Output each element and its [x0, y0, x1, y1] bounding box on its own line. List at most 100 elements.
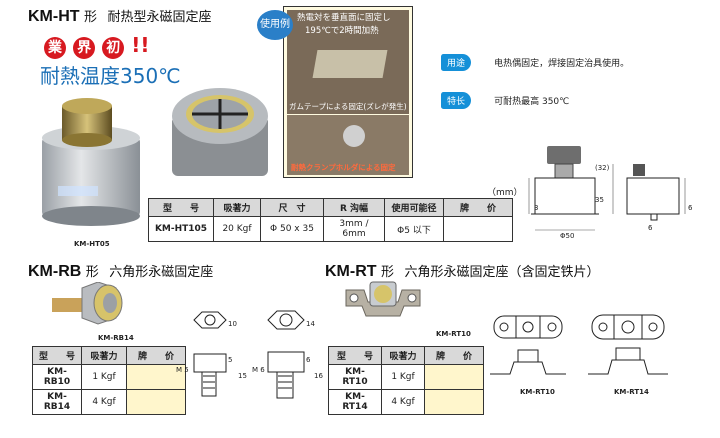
tape-fixture-shape — [312, 50, 388, 78]
kmrt10-product-image — [345, 281, 421, 317]
kmrt-spec-table: 型 号 吸著力 牌 价 KM-RT10 1 Kgf KM-RT14 4 Kgf — [328, 346, 484, 415]
feature-strength-text: 可耐热最高 350℃ — [494, 97, 570, 107]
usage-photo-bottom: 耐熱クランプホルダによる固定 — [287, 115, 409, 175]
cell-size: Φ 50 x 35 — [260, 216, 324, 242]
cell-price — [126, 389, 186, 415]
usage-caption-bottom: 耐熱クランプホルダによる固定 — [291, 163, 396, 172]
rb14-dim-h1: 6 — [306, 356, 311, 364]
kmht-dimension-drawing — [528, 146, 686, 231]
rb14-dim-top: 14 — [306, 320, 315, 328]
kmrb14-label: KM-RB14 — [98, 334, 134, 342]
kmht-title: KM-HT 形 耐热型永磁固定座 — [28, 6, 211, 26]
usage-photo-top: 熱電対を垂直面に固定し 195℃で2時間加熱 ガムテープによる固定(ズレが発生) — [287, 10, 409, 114]
table-row: KM-RB10 1 Kgf — [32, 364, 186, 390]
cell-force: 4 Kgf — [81, 389, 127, 415]
rb10-dim-h2: 15 — [238, 372, 247, 380]
kmht-title-rest: 耐热型永磁固定座 — [107, 9, 212, 24]
cell-model: KM-RB10 — [32, 364, 82, 390]
kmht-spec-table: 型 号 吸著力 尺 寸 R 沟幅 使用可能径 牌 价 KM-HT105 20 K… — [148, 198, 513, 242]
table-row: KM-RT10 1 Kgf — [328, 364, 484, 390]
col-force: 吸著力 — [81, 346, 127, 365]
kmrb-spec-table: 型 号 吸著力 牌 价 KM-RB10 1 Kgf KM-RB14 4 Kgf — [32, 346, 186, 415]
table-header-row: 型 号 吸著力 牌 价 — [32, 346, 186, 365]
usage-caption-mid: ガムテープによる固定(ズレが発生) — [289, 102, 407, 111]
usage-caption-top-1: 熱電対を垂直面に固定し — [297, 13, 391, 23]
cell-model: KM-HT105 — [148, 216, 214, 242]
cell-price — [424, 389, 484, 415]
kmrt-title-rest: 六角形永磁固定座（含固定铁片） — [404, 264, 600, 279]
kmrb-title: KM-RB 形 六角形永磁固定座 — [28, 261, 213, 281]
kmrt-model-code: KM-RT — [325, 263, 377, 280]
feature-strength-tag: 特长 — [441, 92, 472, 109]
rb14-dim-h2: 16 — [314, 372, 323, 380]
table-header-row: 型 号 吸著力 牌 价 — [328, 346, 484, 365]
cell-price — [443, 216, 513, 242]
rt14-drawing-label: KM-RT14 — [614, 388, 649, 396]
rb14-dim-m: M 6 — [252, 366, 265, 374]
feature-usage-tag: 用途 — [441, 54, 472, 71]
cell-model: KM-RT14 — [328, 389, 382, 415]
kmht05-label: KM-HT05 — [74, 240, 110, 248]
kmrt-type-suffix: 形 — [381, 264, 395, 279]
rb10-dim-top: 10 — [228, 320, 237, 328]
col-diameter: 使用可能径 — [384, 198, 444, 217]
kmrb14-dimension-drawing — [267, 310, 305, 399]
kmrb14-product-image — [52, 282, 123, 325]
badge-char-1: 業 — [44, 37, 66, 59]
kmht-model-code: KM-HT — [28, 8, 80, 25]
kmrb-type-suffix: 形 — [85, 264, 99, 279]
feature-usage-text: 电热偶固定，焊接固定治具使用。 — [494, 59, 630, 69]
rt10-drawing-label: KM-RT10 — [520, 388, 555, 396]
feature-usage-row: 用途 电热偶固定，焊接固定治具使用。 — [441, 51, 629, 71]
kmrb-model-code: KM-RB — [28, 263, 82, 280]
cell-force: 1 Kgf — [381, 364, 425, 390]
ht-dim-3: 3 — [534, 204, 539, 212]
kmht-top-view-image — [172, 88, 268, 176]
ht-dim-35: 35 — [595, 196, 604, 204]
cell-groove: 3mm / 6mm — [323, 216, 385, 242]
rb10-dim-h1: 5 — [228, 356, 233, 364]
badge-char-3: 初 — [102, 37, 125, 59]
col-force: 吸著力 — [213, 198, 261, 217]
unit-label: （mm） — [487, 188, 523, 198]
ht-dim-6b: 6 — [648, 224, 653, 232]
kmrb-title-rest: 六角形永磁固定座 — [109, 264, 214, 279]
col-price: 牌 价 — [443, 198, 513, 217]
col-groove: R 沟幅 — [323, 198, 385, 217]
badge-exclaim: !! — [131, 33, 150, 57]
table-row: KM-RT14 4 Kgf — [328, 389, 484, 415]
industry-first-badge: 業 界 初 !! — [44, 33, 150, 59]
cell-model: KM-RB14 — [32, 389, 82, 415]
kmrt10-dimension-drawing — [490, 315, 566, 375]
col-model: 型 号 — [328, 346, 382, 365]
usage-caption-top-2: 195℃で2時間加熱 — [305, 26, 379, 36]
cell-force: 1 Kgf — [81, 364, 127, 390]
cell-price — [126, 364, 186, 390]
badge-char-2: 界 — [73, 37, 96, 59]
col-price: 牌 价 — [126, 346, 186, 365]
kmrb10-dimension-drawing — [193, 311, 227, 397]
cell-model: KM-RT10 — [328, 364, 382, 390]
col-price: 牌 价 — [424, 346, 484, 365]
kmrt14-dimension-drawing — [588, 314, 668, 375]
col-size: 尺 寸 — [260, 198, 324, 217]
cell-force: 20 Kgf — [213, 216, 261, 242]
col-model: 型 号 — [148, 198, 214, 217]
ht-dim-50: Φ50 — [560, 232, 575, 240]
table-row: KM-HT105 20 Kgf Φ 50 x 35 3mm / 6mm Φ5 以… — [148, 216, 513, 242]
ht-dim-6a: 6 — [688, 204, 693, 212]
kmrt-title: KM-RT 形 六角形永磁固定座（含固定铁片） — [325, 261, 599, 281]
col-model: 型 号 — [32, 346, 82, 365]
kmht05-product-image — [42, 98, 140, 226]
rb10-dim-m: M 5 — [176, 366, 189, 374]
heat-resistance-text: 耐熱温度350℃ — [40, 64, 181, 88]
cell-diameter: Φ5 以下 — [384, 216, 444, 242]
table-row: KM-RB14 4 Kgf — [32, 389, 186, 415]
usage-example-tag: 使用例 — [257, 10, 293, 40]
feature-strength-row: 特长 可耐热最高 350℃ — [441, 89, 569, 109]
clamp-holder-shape — [343, 125, 365, 147]
table-header-row: 型 号 吸著力 尺 寸 R 沟幅 使用可能径 牌 价 — [148, 198, 513, 217]
ht-dim-32: (32) — [595, 164, 610, 172]
usage-example-box: 熱電対を垂直面に固定し 195℃で2時間加熱 ガムテープによる固定(ズレが発生)… — [283, 6, 413, 178]
col-force: 吸著力 — [381, 346, 425, 365]
